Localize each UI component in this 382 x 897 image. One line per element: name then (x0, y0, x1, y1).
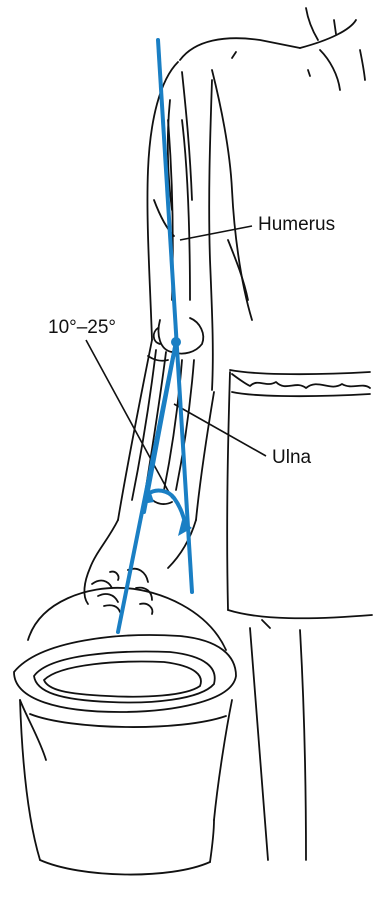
carrying-angle-label: 10°–25° (48, 318, 116, 337)
torso-outline (180, 8, 365, 320)
humerus-leader-line (180, 226, 252, 240)
ulna-leader-line (174, 404, 266, 456)
bucket (14, 588, 236, 875)
humerus-label: Humerus (258, 215, 335, 234)
forearm-axis-segment (144, 342, 176, 512)
carrying-angle-arc (148, 491, 186, 528)
ulna-label: Ulna (272, 448, 311, 467)
waist-and-pants (227, 370, 372, 860)
elbow-joint-dot (171, 337, 181, 347)
